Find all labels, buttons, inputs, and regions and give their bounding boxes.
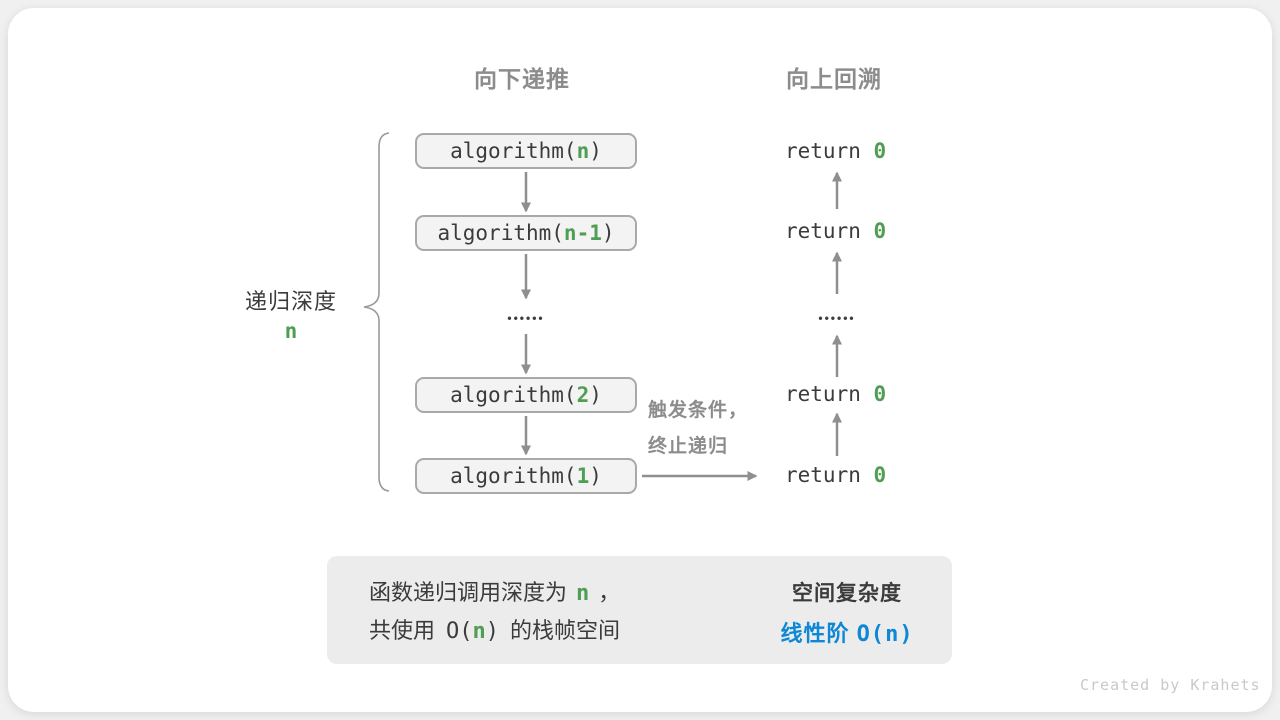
big-o-open: O(: [856, 622, 886, 647]
stack-ellipsis: ••••••: [507, 311, 545, 325]
big-o-close: ): [485, 619, 500, 644]
return-row: return 0: [785, 381, 886, 407]
fn-arg: 1: [576, 464, 590, 488]
depth-value: n: [284, 319, 298, 343]
return-keyword: return: [785, 139, 874, 163]
return-value: 0: [873, 139, 887, 163]
fn-arg: n: [576, 139, 590, 163]
summary-text: 的栈帧空间: [510, 618, 621, 643]
big-o-var: n: [885, 622, 900, 647]
trigger-note-line1: 触发条件，: [648, 400, 749, 421]
return-keyword: return: [785, 463, 874, 487]
call-box-2: algorithm(2): [415, 377, 637, 413]
depth-label: 递归深度: [244, 289, 337, 314]
call-box-n: algorithm(n): [415, 133, 637, 169]
return-row: return 0: [785, 462, 886, 488]
summary-box: [327, 556, 952, 664]
fn-close: ): [601, 221, 615, 245]
space-complexity-value: 线性阶 O(n): [752, 616, 942, 648]
summary-text: 共使用: [369, 618, 436, 643]
fn-close: ): [589, 464, 602, 488]
summary-text: ，: [598, 580, 621, 605]
summary-text: 函数递归调用深度为: [369, 580, 568, 605]
return-keyword: return: [785, 219, 874, 243]
trigger-note-line2: 终止递归: [648, 436, 729, 457]
credit-text: Created by Krahets: [1080, 676, 1261, 694]
fn-arg: 2: [576, 383, 590, 407]
fn-name: algorithm(: [450, 139, 577, 163]
call-box-1: algorithm(1): [415, 458, 637, 494]
fn-close: ): [589, 139, 602, 163]
fn-name: algorithm(: [450, 383, 577, 407]
return-keyword: return: [785, 382, 874, 406]
big-o-close: ): [899, 622, 914, 647]
header-descend: 向下递推: [474, 66, 570, 92]
big-o-open: O(: [446, 619, 473, 644]
order-label: 线性阶: [780, 621, 857, 646]
space-complexity-title: 空间复杂度: [792, 582, 902, 605]
summary-line-1: 函数递归调用深度为 n ，: [369, 580, 620, 606]
fn-name: algorithm(: [450, 464, 577, 488]
return-row: return 0: [785, 138, 886, 164]
fn-arg: n-1: [563, 221, 602, 245]
return-value: 0: [873, 382, 887, 406]
header-backtrack: 向上回溯: [786, 66, 882, 92]
summary-line-2: 共使用 O(n) 的栈帧空间: [369, 618, 620, 644]
return-value: 0: [873, 463, 887, 487]
return-value: 0: [873, 219, 887, 243]
fn-close: ): [589, 383, 602, 407]
summary-var-n: n: [472, 619, 486, 644]
fn-name: algorithm(: [437, 221, 564, 245]
call-box-n-1: algorithm(n-1): [415, 215, 637, 251]
summary-var-n: n: [576, 581, 590, 606]
return-row: return 0: [785, 218, 886, 244]
return-ellipsis: ••••••: [818, 311, 856, 325]
